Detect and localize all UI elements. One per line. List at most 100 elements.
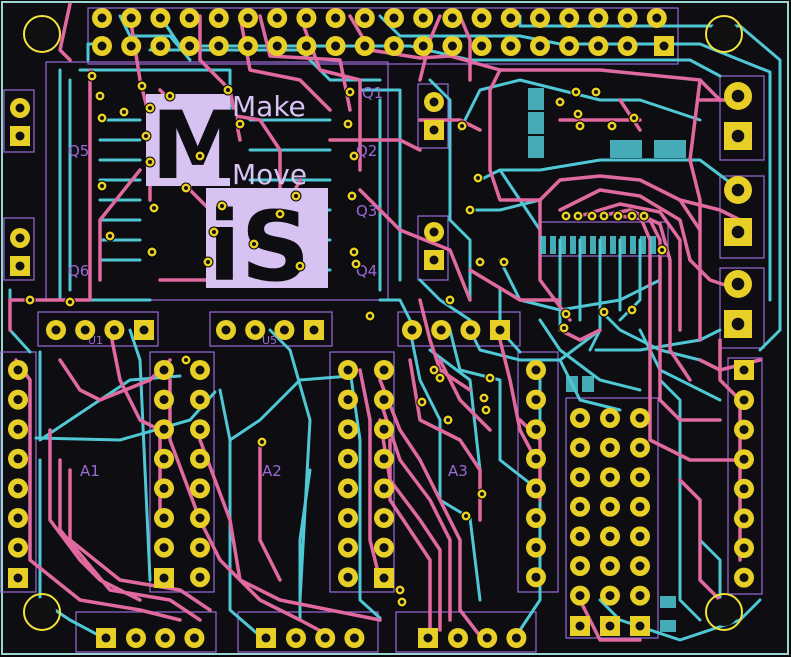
via-hole [184,186,188,190]
pad-hole [97,13,107,23]
via-hole [446,418,450,422]
via-hole [616,214,620,218]
logo-line2: Move [232,158,307,191]
pad-hole [331,41,341,51]
pad-hole [195,572,205,582]
pad-hole [564,41,574,51]
via-hole [184,358,188,362]
pad-hole [429,227,439,237]
via-hole [352,154,356,158]
via-hole [630,214,634,218]
pad-hole [605,443,615,453]
mounting-hole-top-left [23,15,61,53]
pad-hole [429,255,439,265]
pad-hole [160,633,170,643]
pad-hole [195,395,205,405]
pad-hole [159,424,169,434]
pad-hole [731,317,745,331]
pad-hole [343,454,353,464]
pad-hole [635,531,645,541]
label-a2: A2 [262,462,282,480]
pad-hole [360,13,370,23]
pad-hole [243,13,253,23]
pad-hole [575,472,585,482]
pad-hole [436,325,446,335]
via-hole [610,124,614,128]
pad-hole [731,129,745,143]
label-q3: Q3 [356,202,377,220]
via-hole [100,184,104,188]
via-hole [252,242,256,246]
make-move-logo: M iS Make Move [146,90,328,303]
pad-hole [109,325,119,335]
via-hole [448,298,452,302]
pad-hole [15,261,25,271]
pad-hole [343,483,353,493]
pad-hole [593,13,603,23]
via-hole [278,212,282,216]
pad-hole [261,633,271,643]
pad-hole [279,325,289,335]
pad-hole [477,13,487,23]
pad-hole [575,531,585,541]
pad-hole [635,591,645,601]
pad-hole [739,513,749,523]
pad-hole [506,13,516,23]
pad-hole [482,633,492,643]
pad-hole [139,325,149,335]
via-hole [98,94,102,98]
pad-hole [652,13,662,23]
via-hole [150,250,154,254]
pad-hole [379,395,389,405]
via-hole [480,492,484,496]
pad-hole [531,483,541,493]
pad-hole [531,395,541,405]
via-hole [198,154,202,158]
via-hole [432,368,436,372]
pad-hole [155,41,165,51]
pad-hole [739,395,749,405]
pad-hole [739,543,749,553]
pad-hole [331,13,341,23]
via-hole [28,298,32,302]
via-hole [484,408,488,412]
pad-hole [635,472,645,482]
via-hole [294,194,298,198]
pad-hole [185,41,195,51]
via-hole [220,204,224,208]
pad-hole [564,13,574,23]
pad-hole [477,41,487,51]
via-hole [578,124,582,128]
pad-hole [214,41,224,51]
pad-hole [635,502,645,512]
via-hole [398,588,402,592]
via-hole [298,264,302,268]
via-hole [574,90,578,94]
pad-hole [429,97,439,107]
via-hole [630,308,634,312]
pad-hole [221,325,231,335]
pad-hole [343,365,353,375]
via-hole [140,84,144,88]
pad-hole [343,424,353,434]
pad-hole [635,621,645,631]
pad-hole [101,633,111,643]
pad-hole [623,13,633,23]
via-hole [558,100,562,104]
pad-hole [623,41,633,51]
via-hole [438,376,442,380]
pad-hole [159,365,169,375]
pad-hole [731,225,745,239]
via-hole [260,440,264,444]
pad-hole [80,325,90,335]
via-hole [602,310,606,314]
pad-hole [195,365,205,375]
pad-hole [531,513,541,523]
pad-hole [739,484,749,494]
pad-hole [511,633,521,643]
pad-hole [739,425,749,435]
label-q5: Q5 [68,142,89,160]
smd-pads [528,88,686,632]
pad-hole [575,443,585,453]
